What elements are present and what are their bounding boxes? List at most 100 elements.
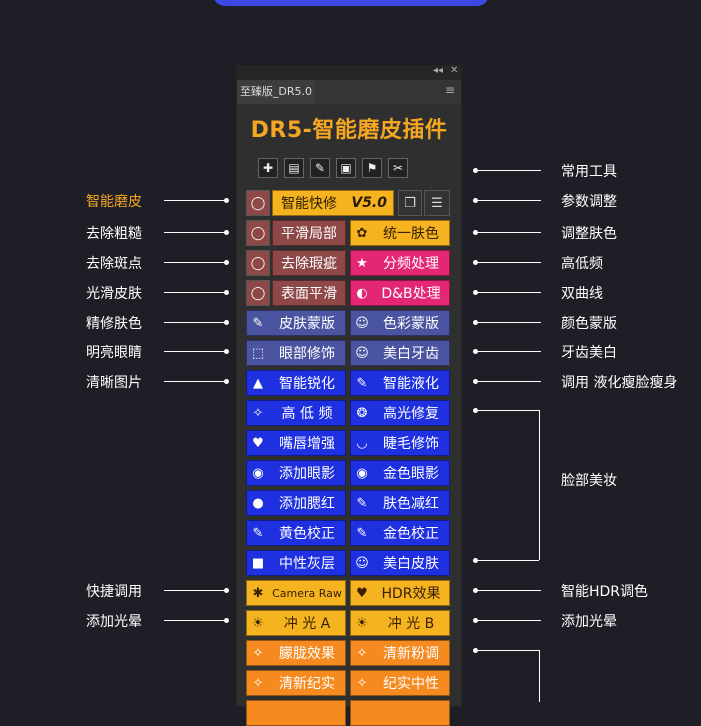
right-button-label: 清新粉调 [383,646,439,662]
left-button-12[interactable]: ■中性灰层 [246,550,346,576]
right-button-icon: ☺ [355,555,369,571]
right-button-icon: ✎ [356,375,368,391]
bandage-tool-icon[interactable]: ▤ [284,158,304,178]
left-annotation-2: 去除粗糙 [86,226,142,242]
left-button-2[interactable]: 去除瑕疵 [272,250,346,276]
panel-menu-icon[interactable]: ≡ [444,83,455,97]
right-button-label: 高光修复 [383,406,439,422]
left-button-label: 冲 光 A [283,616,331,632]
right-button-label: 智能液化 [383,376,439,392]
right-button-7[interactable]: ❂高光修复 [350,400,450,426]
lasso-icon[interactable]: ◯ [246,220,270,246]
heal-tool-icon[interactable]: ✚ [258,158,278,178]
left-button-3[interactable]: 表面平滑 [272,280,346,306]
left-button-label: 高 低 频 [281,406,333,422]
left-button-icon: ● [252,495,264,511]
plugin-panel: ◂◂ ✕ 至臻版_DR5.0 ≡ DR5-智能磨皮插件 ✚ ▤ ✎ ▣ ⚑ ✂ … [237,65,461,726]
left-leader-line [164,232,226,233]
left-button-6[interactable]: ▲智能锐化 [246,370,346,396]
right-button-1[interactable]: ✿统一肤色 [350,220,450,246]
left-button-1[interactable]: 平滑局部 [272,220,346,246]
right-button-11[interactable]: ✎金色校正 [350,520,450,546]
left-button-label: 黄色校正 [279,526,335,542]
left-button-label: 嘴唇增强 [279,436,335,452]
left-button-icon: ✧ [252,645,264,661]
right-button-16[interactable]: ✧纪实中性 [350,670,450,696]
left-leader-dot [224,320,229,325]
right-button-icon: ◉ [356,465,368,481]
bracket2-top-line [477,650,539,651]
lasso-icon[interactable]: ◯ [246,250,270,276]
right-button-label: 金色眼影 [383,466,439,482]
lasso-icon[interactable]: ◯ [246,280,270,306]
right-button-partial[interactable] [350,700,450,726]
right-button-9[interactable]: ◉ 金色眼影 [350,460,450,486]
panel-titlebar: ◂◂ ✕ [237,65,461,80]
sliders-icon[interactable]: ☰ [424,190,450,216]
tool-row: ✚ ▤ ✎ ▣ ⚑ ✂ [258,158,408,178]
right-button-10[interactable]: ✎肤色减红 [350,490,450,516]
right-leader-dot [473,588,478,593]
right-button-icon: ☺ [355,345,369,361]
right-leader-dot [473,320,478,325]
right-button-2[interactable]: ★分频处理 [350,250,450,276]
left-leader-dot [224,230,229,235]
left-button-16[interactable]: ✧清新纪实 [246,670,346,696]
right-annotation-8: 调用 液化瘦脸瘦身 [561,375,678,391]
brush-tool-icon[interactable]: ✎ [310,158,330,178]
lasso-icon[interactable]: ◯ [246,190,270,216]
left-button-8[interactable]: ♥嘴唇增强 [246,430,346,456]
left-button-9[interactable]: ◉添加眼影 [246,460,346,486]
right-leader-line [477,232,541,233]
right-leader-line [477,170,541,171]
right-button-icon: ✿ [356,225,368,241]
bracket-vertical [539,410,540,560]
collapse-icon[interactable]: ◂◂ [433,65,444,76]
clone-tool-icon[interactable]: ✂ [388,158,408,178]
left-button-11[interactable]: ✎黄色校正 [246,520,346,546]
right-button-13[interactable]: ♥HDR效果 [350,580,450,606]
bracket-top-line [477,410,539,411]
left-button-7[interactable]: ✧高 低 频 [246,400,346,426]
left-button-label: 智能锐化 [279,376,335,392]
left-leader-line [164,322,226,323]
right-leader-line [477,351,541,352]
right-button-3[interactable]: ◐D&B处理 [350,280,450,306]
right-leader-dot [473,379,478,384]
right-annotation-1: 常用工具 [561,164,617,180]
left-button-5[interactable]: ⬚眼部修饰 [246,340,346,366]
stamp-tool-icon[interactable]: ⚑ [362,158,382,178]
bracket2-dot-top [473,648,478,653]
tab-plugin[interactable]: 至臻版_DR5.0 [237,80,315,104]
layers-icon[interactable]: ❐ [398,190,422,216]
right-button-12[interactable]: ☺ 美白皮肤 [350,550,450,576]
right-annotation-4: 高低频 [561,256,603,272]
close-icon[interactable]: ✕ [450,65,459,76]
right-leader-dot [473,230,478,235]
left-button-15[interactable]: ✧朦胧效果 [246,640,346,666]
right-button-6[interactable]: ✎ 智能液化 [350,370,450,396]
right-button-label: 美白皮肤 [383,556,439,572]
right-button-14[interactable]: ☀冲 光 B [350,610,450,636]
left-annotation-8: 快捷调用 [86,584,142,600]
right-button-5[interactable]: ☺美白牙齿 [350,340,450,366]
right-annotation-11: 添加光晕 [561,614,617,630]
left-button-14[interactable]: ☀冲 光 A [246,610,346,636]
left-button-label: 表面平滑 [281,286,337,302]
left-leader-line [164,620,226,621]
panel-title: DR5-智能磨皮插件 [250,118,448,143]
left-annotation-1: 智能磨皮 [86,194,142,210]
top-banner [213,0,489,6]
right-button-8[interactable]: ◡睫毛修饰 [350,430,450,456]
left-leader-line [164,381,226,382]
right-button-4[interactable]: ☺色彩蒙版 [350,310,450,336]
left-button-13[interactable]: ✱Camera Raw [246,580,346,606]
left-button-10[interactable]: ●添加腮红 [246,490,346,516]
right-leader-dot [473,198,478,203]
left-button-partial[interactable] [246,700,346,726]
frame-tool-icon[interactable]: ▣ [336,158,356,178]
left-button-4[interactable]: ✎皮肤蒙版 [246,310,346,336]
left-annotation-7: 清晰图片 [86,375,142,391]
right-button-15[interactable]: ✧清新粉调 [350,640,450,666]
